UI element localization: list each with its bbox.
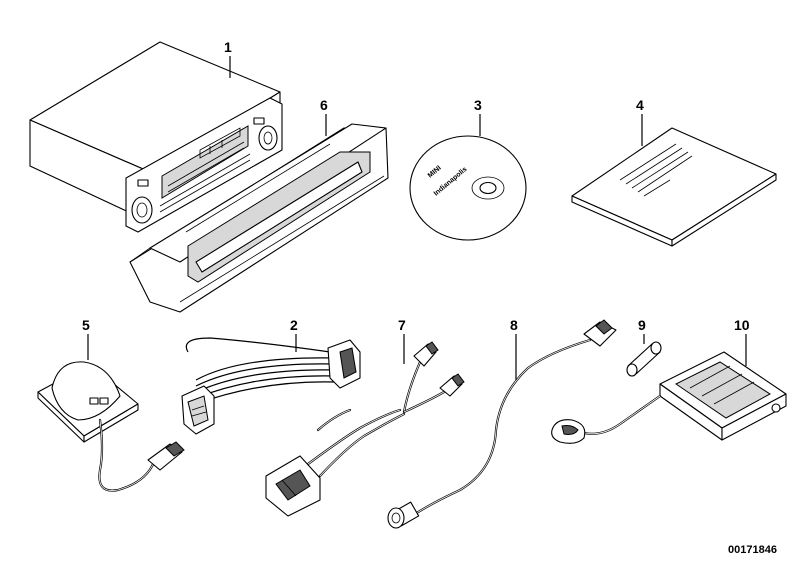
adapter-cable-icon[interactable] — [265, 341, 465, 517]
navigation-cd-icon[interactable]: MINI Indianapolis — [409, 135, 527, 241]
part-number-8: 8 — [510, 317, 518, 333]
instruction-booklet-icon[interactable] — [571, 127, 777, 247]
part-number-7: 7 — [398, 317, 406, 333]
part-number-5: 5 — [82, 317, 90, 333]
radio-unit-icon[interactable] — [29, 41, 283, 233]
antenna-module-icon[interactable] — [37, 361, 185, 492]
trim-bezel-icon[interactable] — [129, 123, 389, 313]
part-number-9: 9 — [638, 317, 646, 333]
part-number-10: 10 — [734, 317, 750, 333]
diagram-reference: 00171846 — [728, 544, 777, 556]
part-number-6: 6 — [320, 97, 328, 113]
part-number-4: 4 — [636, 97, 644, 113]
part-number-2: 2 — [290, 317, 298, 333]
part-number-3: 3 — [474, 97, 482, 113]
wiring-harness-icon[interactable] — [181, 337, 361, 435]
connector-plug-icon[interactable] — [626, 341, 662, 377]
antenna-cable-icon[interactable] — [387, 319, 617, 529]
control-unit-icon[interactable] — [551, 351, 787, 444]
part-number-1: 1 — [224, 39, 232, 55]
